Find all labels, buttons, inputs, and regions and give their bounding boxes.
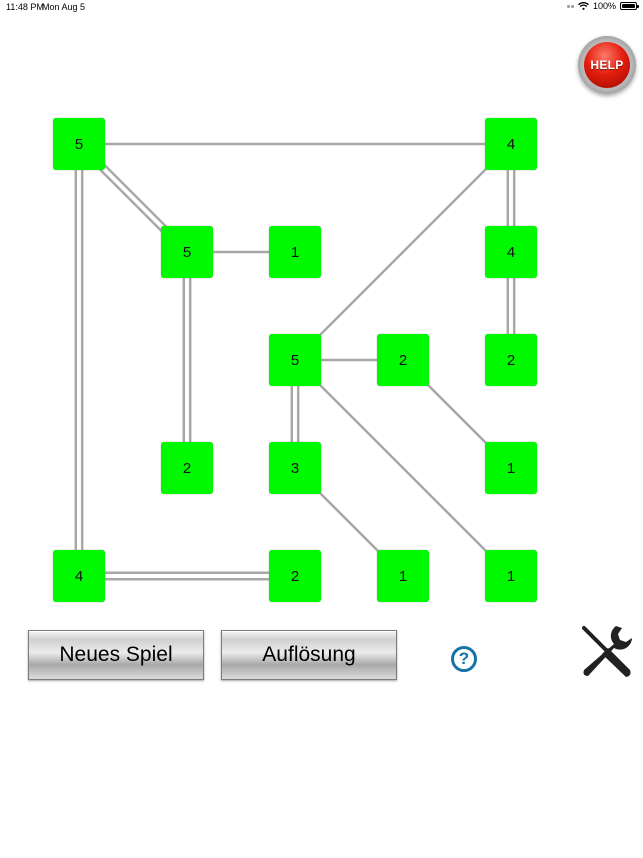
island-k[interactable]: 1 bbox=[485, 442, 537, 494]
wrench-icon bbox=[583, 626, 632, 676]
status-bar: 11:48 PM Mon Aug 5 100% bbox=[0, 0, 643, 14]
new-game-button[interactable]: Neues Spiel bbox=[28, 630, 204, 680]
island-i[interactable]: 2 bbox=[161, 442, 213, 494]
island-value: 5 bbox=[74, 135, 84, 153]
help-icon: HELP bbox=[584, 42, 630, 88]
island-a[interactable]: 5 bbox=[53, 118, 105, 170]
battery-percentage: 100% bbox=[592, 1, 616, 11]
wifi-icon bbox=[578, 2, 589, 10]
island-h[interactable]: 2 bbox=[485, 334, 537, 386]
island-value: 4 bbox=[506, 243, 516, 261]
solve-button[interactable]: Auflösung bbox=[221, 630, 397, 680]
island-value: 1 bbox=[398, 567, 408, 585]
island-b[interactable]: 4 bbox=[485, 118, 537, 170]
island-value: 5 bbox=[290, 351, 300, 369]
island-f[interactable]: 5 bbox=[269, 334, 321, 386]
island-m[interactable]: 2 bbox=[269, 550, 321, 602]
island-value: 4 bbox=[74, 567, 84, 585]
status-indicators: 100% bbox=[566, 1, 639, 11]
island-n[interactable]: 1 bbox=[377, 550, 429, 602]
bridge-b-f[interactable] bbox=[294, 143, 512, 361]
question-glyph: ? bbox=[458, 649, 470, 668]
island-value: 1 bbox=[506, 459, 516, 477]
solve-label: Auflösung bbox=[262, 643, 356, 666]
question-icon[interactable]: ? bbox=[451, 646, 477, 672]
new-game-label: Neues Spiel bbox=[59, 643, 173, 666]
island-value: 2 bbox=[182, 459, 192, 477]
status-date: Mon Aug 5 bbox=[42, 2, 86, 12]
island-e[interactable]: 4 bbox=[485, 226, 537, 278]
island-j[interactable]: 3 bbox=[269, 442, 321, 494]
tools-icon[interactable] bbox=[576, 622, 636, 682]
island-value: 1 bbox=[506, 567, 516, 585]
signal-dots-icon bbox=[566, 4, 574, 8]
island-value: 2 bbox=[290, 567, 300, 585]
help-label: HELP bbox=[590, 58, 624, 72]
battery-icon bbox=[620, 2, 639, 10]
status-time: 11:48 PM bbox=[6, 2, 44, 12]
help-button[interactable]: HELP bbox=[578, 36, 636, 94]
island-value: 5 bbox=[182, 243, 192, 261]
island-value: 3 bbox=[290, 459, 300, 477]
island-value: 2 bbox=[506, 351, 516, 369]
island-value: 1 bbox=[290, 243, 300, 261]
island-l[interactable]: 4 bbox=[53, 550, 105, 602]
island-d[interactable]: 1 bbox=[269, 226, 321, 278]
island-value: 2 bbox=[398, 351, 408, 369]
island-g[interactable]: 2 bbox=[377, 334, 429, 386]
screwdriver-icon bbox=[582, 626, 631, 677]
island-value: 4 bbox=[506, 135, 516, 153]
island-o[interactable]: 1 bbox=[485, 550, 537, 602]
island-c[interactable]: 5 bbox=[161, 226, 213, 278]
bridge-f-o[interactable] bbox=[294, 359, 512, 577]
